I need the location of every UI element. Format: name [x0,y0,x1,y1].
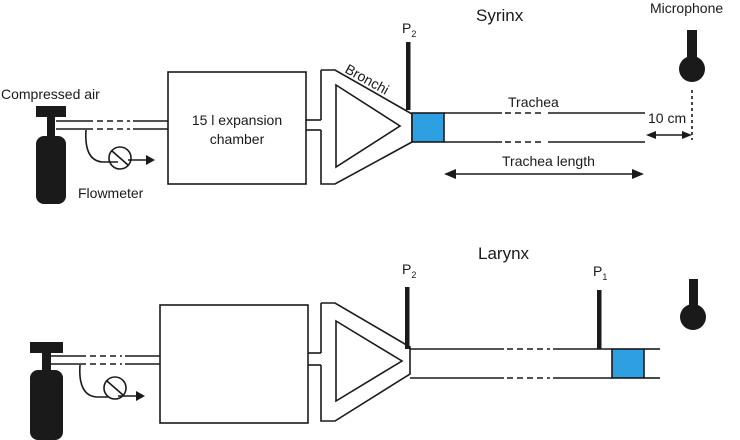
distance-label: 10 cm [648,110,686,126]
trachea-length-label: Trachea length [502,153,595,169]
air-hose [51,355,160,365]
syrinx-title: Syrinx [476,6,524,25]
microphone-icon [679,30,705,82]
compressed-air-label: Compressed air [1,86,100,102]
expansion-chamber [167,71,307,185]
larynx-setup: Larynx P2 P1 [30,244,706,440]
p2-label: P2 [402,20,416,39]
flowmeter-icon [79,364,145,401]
flowmeter-icon [85,129,155,170]
microphone-icon [680,279,706,330]
pressure-probe-p2 [406,42,411,110]
microphone-label: Microphone [650,0,723,16]
distance-arrow [646,90,693,140]
bronchi-funnel [320,302,411,422]
trachea-tube [444,112,645,143]
syrinx-valve [411,112,445,143]
trachea-length-arrow [444,169,644,179]
p1-label: P1 [593,263,607,282]
chamber-connector [308,352,321,366]
chamber-connector [306,119,321,131]
pressure-probe-p2 [405,287,410,349]
gas-cylinder-icon [30,342,63,440]
trachea-tube [410,348,612,379]
flowmeter-label: Flowmeter [78,185,144,201]
trachea-label: Trachea [508,94,559,110]
chamber-label-line1: 15 l expansion [192,112,282,128]
chamber-label-line2: chamber [210,131,265,147]
syrinx-setup: Compressed air Flowmeter 15 l expansion … [1,0,723,204]
air-hose [56,120,168,130]
larynx-title: Larynx [478,244,530,263]
larynx-valve [611,348,645,379]
pressure-probe-p1 [597,290,602,349]
expansion-chamber [159,304,309,424]
p2-label: P2 [402,261,416,280]
gas-cylinder-icon [36,106,66,204]
